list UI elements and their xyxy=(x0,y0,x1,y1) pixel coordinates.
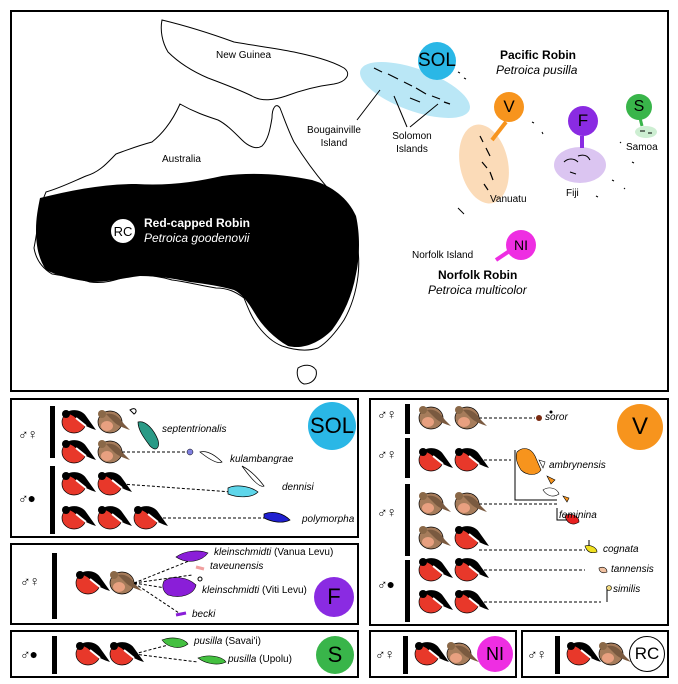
pacific-robin-latin: Petroica pusilla xyxy=(496,63,578,77)
sex-symbol-male-female: ♂♀ xyxy=(527,646,547,662)
f-panel: ♂♀ kleinschmidti (Vanua Levu) taveunensi… xyxy=(10,543,359,625)
divider-bar xyxy=(52,636,57,674)
subspecies-ambrynensis: ambrynensis xyxy=(549,460,606,471)
sex-symbol-male-female-filled: ♂● xyxy=(377,576,395,592)
label-samoa: Samoa xyxy=(626,142,658,153)
sex-symbol-male-female: ♂♀ xyxy=(18,426,38,442)
badge-s: S xyxy=(626,94,652,120)
red-capped-robin-latin: Petroica goodenovii xyxy=(144,231,250,245)
badge-rc: RC xyxy=(110,218,136,244)
label-solomon: Solomon Islands xyxy=(392,131,432,155)
new-guinea-outline xyxy=(160,19,349,101)
subspecies-kleinschmidti-viti-levu: kleinschmidti (Viti Levu) xyxy=(202,585,307,596)
sex-symbol-male-female: ♂♀ xyxy=(20,573,40,589)
sex-symbol-male-female-filled: ♂● xyxy=(18,490,36,506)
samoa-range xyxy=(635,126,657,138)
label-australia: Australia xyxy=(162,154,201,165)
divider-bar xyxy=(405,438,410,478)
fiji-range xyxy=(554,147,606,183)
norfolk-robin-name: Norfolk Robin xyxy=(438,268,518,282)
subspecies-becki: becki xyxy=(192,609,216,620)
solomon-range xyxy=(360,62,470,118)
sex-symbol-male-female: ♂♀ xyxy=(377,446,397,462)
pacific-robin-name: Pacific Robin xyxy=(500,48,577,62)
sol-birds xyxy=(61,408,291,530)
badge-sol: SOL xyxy=(418,42,456,80)
divider-bar xyxy=(405,404,410,434)
subspecies-pusilla-savaii: pusilla (Savai'i) xyxy=(194,636,261,647)
label-fiji: Fiji xyxy=(566,188,579,199)
sol-panel: ♂♀ ♂● septentrionalis kulambangrae denni… xyxy=(10,398,359,538)
badge-s: S xyxy=(316,636,354,674)
label-vanuatu: Vanuatu xyxy=(490,194,527,205)
subspecies-soror: soror xyxy=(545,412,568,423)
sex-symbol-male-female: ♂♀ xyxy=(377,504,397,520)
label-bougainville: Bougainville Island xyxy=(307,125,361,149)
red-capped-robin-range xyxy=(36,173,359,348)
f-birds xyxy=(75,550,209,617)
badge-sol: SOL xyxy=(308,402,356,450)
subspecies-pusilla-upolu: pusilla (Upolu) xyxy=(228,654,292,665)
subspecies-taveunensis: taveunensis xyxy=(210,561,264,572)
divider-bar xyxy=(52,553,57,619)
red-capped-robin-name: Red-capped Robin xyxy=(144,216,251,230)
divider-bar xyxy=(405,560,410,622)
subspecies-polymorpha: polymorpha xyxy=(302,514,355,525)
divider-bar xyxy=(555,636,560,674)
map-svg xyxy=(33,19,657,385)
divider-bar xyxy=(50,466,55,534)
subspecies-septentrionalis: septentrionalis xyxy=(162,424,227,435)
badge-rc: RC xyxy=(629,636,665,672)
sex-symbol-male-female-filled: ♂● xyxy=(20,646,38,662)
badge-v: V xyxy=(617,404,663,450)
divider-bar xyxy=(405,484,410,556)
s-panel: ♂● pusilla (Savai'i) pusilla (Upolu) S xyxy=(10,630,359,678)
subspecies-tannensis: tannensis xyxy=(611,564,654,575)
v-panel: ♂♀ ♂♀ ♂♀ ♂● soror ambrynen xyxy=(369,398,669,626)
divider-bar xyxy=(403,636,408,674)
sex-symbol-male-female: ♂♀ xyxy=(377,406,397,422)
label-norfolk: Norfolk Island xyxy=(412,250,474,261)
ni-panel: ♂♀ NI xyxy=(369,630,517,678)
tasmania-outline xyxy=(296,364,317,385)
badge-f: F xyxy=(314,577,354,617)
label-new-guinea: New Guinea xyxy=(216,50,272,61)
divider-bar xyxy=(50,406,55,458)
badge-ni: NI xyxy=(506,230,536,260)
sex-symbol-male-female: ♂♀ xyxy=(375,646,395,662)
subspecies-dennisi: dennisi xyxy=(282,482,314,493)
s-birds xyxy=(75,637,227,666)
rc-panel: ♂♀ RC xyxy=(521,630,669,678)
v-birds xyxy=(418,405,612,614)
subspecies-similis: similis xyxy=(613,584,641,595)
norfolk-robin-latin: Petroica multicolor xyxy=(428,283,527,297)
badge-f: F xyxy=(568,106,598,136)
badge-v: V xyxy=(494,92,524,122)
subspecies-feminina: feminina xyxy=(559,510,597,521)
subspecies-cognata: cognata xyxy=(603,544,639,555)
badge-ni: NI xyxy=(477,636,513,672)
subspecies-kulambangrae: kulambangrae xyxy=(230,454,294,465)
subspecies-kleinschmidti-vanua-levu: kleinschmidti (Vanua Levu) xyxy=(214,547,334,558)
map-panel: New Guinea Australia Bougainville Island… xyxy=(10,10,669,392)
